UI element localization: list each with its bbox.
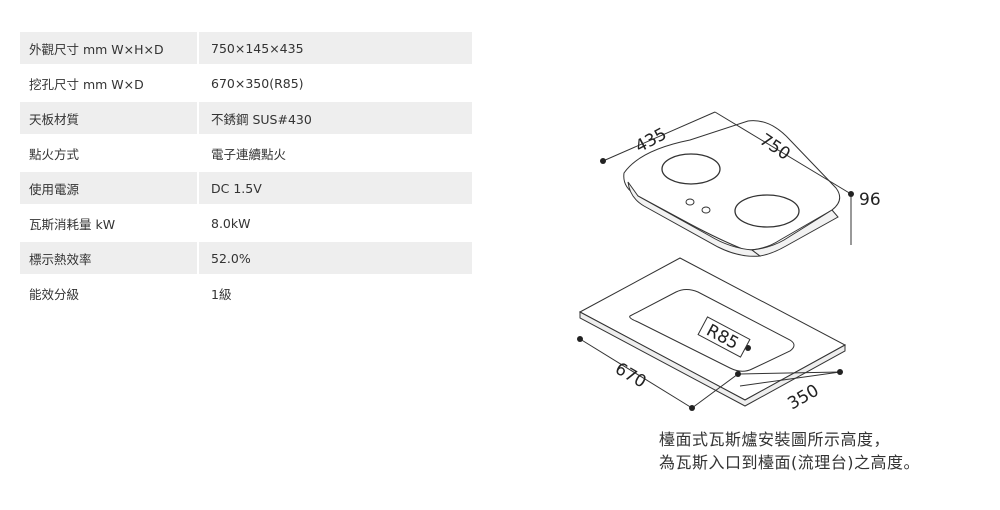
spec-row: 瓦斯消耗量 kW 8.0kW bbox=[20, 204, 472, 241]
spec-row: 外觀尺寸 mm W×H×D 750×145×435 bbox=[20, 32, 472, 66]
spec-value: 670×350(R85) bbox=[198, 64, 472, 101]
spec-value: 8.0kW bbox=[198, 204, 472, 241]
cooktop-dimension-lines bbox=[602, 111, 852, 245]
dim-cutout-depth-label: 350 bbox=[784, 381, 822, 415]
spec-value: 750×145×435 bbox=[198, 32, 472, 66]
dimension-dots bbox=[600, 158, 854, 197]
spec-value: DC 1.5V bbox=[198, 169, 472, 206]
spec-label: 瓦斯消耗量 kW bbox=[20, 204, 199, 241]
spec-label: 挖孔尺寸 mm W×D bbox=[20, 64, 199, 101]
radius-label-box bbox=[697, 316, 751, 358]
spec-value: 不銹鋼 SUS#430 bbox=[198, 99, 472, 136]
spec-row: 天板材質 不銹鋼 SUS#430 bbox=[20, 99, 472, 136]
counter-dimension-lines bbox=[579, 338, 841, 409]
caption-line-2: 為瓦斯入口到檯面(流理台)之高度。 bbox=[659, 453, 920, 472]
burner-right bbox=[734, 194, 800, 228]
spec-table: 外觀尺寸 mm W×H×D 750×145×435 挖孔尺寸 mm W×D 67… bbox=[20, 32, 472, 309]
installation-caption: 檯面式瓦斯爐安裝圖所示高度， 為瓦斯入口到檯面(流理台)之高度。 bbox=[659, 428, 959, 474]
cutout-outline bbox=[629, 289, 795, 372]
spec-label: 外觀尺寸 mm W×H×D bbox=[20, 32, 199, 66]
spec-row: 使用電源 DC 1.5V bbox=[20, 169, 472, 206]
cooktop-drawing bbox=[623, 120, 841, 257]
spec-label: 點火方式 bbox=[20, 134, 199, 171]
spec-value: 電子連續點火 bbox=[198, 134, 472, 171]
burner-left bbox=[661, 153, 721, 185]
spec-label: 使用電源 bbox=[20, 169, 199, 206]
caption-line-1: 檯面式瓦斯爐安裝圖所示高度， bbox=[659, 430, 891, 449]
dim-height-label: 96 bbox=[859, 190, 881, 210]
spec-row: 標示熱效率 52.0% bbox=[20, 239, 472, 276]
spec-value: 1級 bbox=[198, 274, 472, 309]
spec-label: 天板材質 bbox=[20, 99, 199, 136]
spec-row: 能效分級 1級 bbox=[20, 274, 472, 309]
counter-dimension-dots bbox=[577, 336, 843, 411]
knob-1 bbox=[685, 198, 695, 206]
spec-label: 標示熱效率 bbox=[20, 239, 199, 276]
spec-row: 點火方式 電子連續點火 bbox=[20, 134, 472, 171]
spec-value: 52.0% bbox=[198, 239, 472, 276]
dim-cutout-width-label: 670 bbox=[611, 359, 649, 393]
installation-diagram: 435 750 96 R85 670 350 bbox=[577, 111, 881, 415]
spec-label: 能效分級 bbox=[20, 274, 199, 309]
knob-2 bbox=[701, 206, 711, 214]
spec-row: 挖孔尺寸 mm W×D 670×350(R85) bbox=[20, 64, 472, 101]
